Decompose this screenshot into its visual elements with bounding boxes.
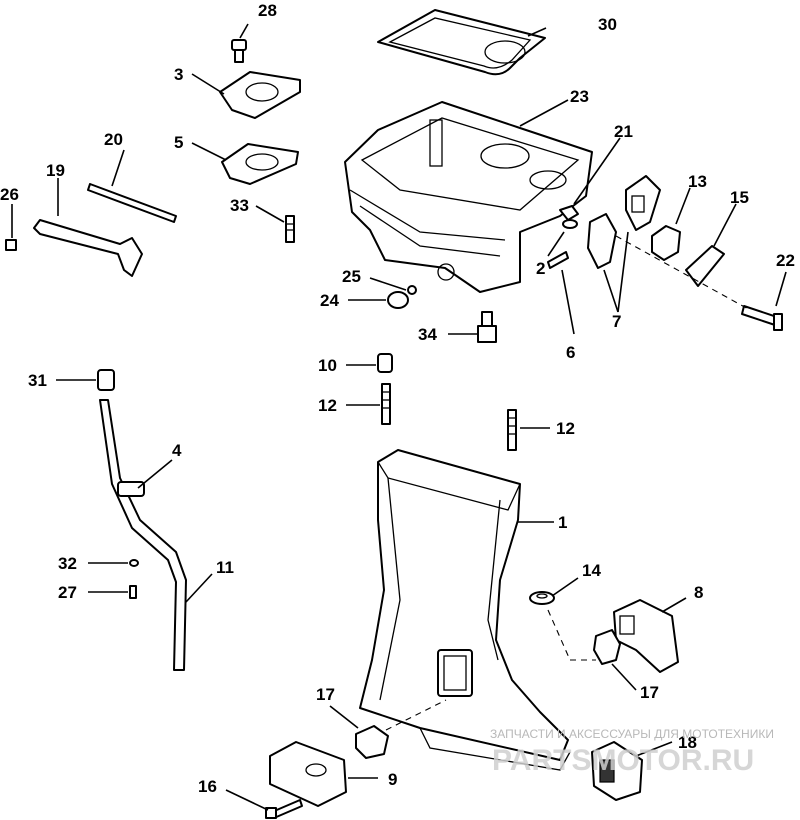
part-21-nut bbox=[559, 205, 579, 229]
callout-15: 15 bbox=[730, 188, 749, 207]
part-23-adapter-housing bbox=[344, 101, 593, 293]
part-34-fitting bbox=[477, 311, 497, 343]
callout-7: 7 bbox=[612, 312, 621, 331]
part-25-oring bbox=[407, 285, 417, 295]
callout-17b: 17 bbox=[640, 683, 659, 702]
part-12a-stud bbox=[381, 383, 391, 425]
leader-lines bbox=[11, 23, 787, 811]
callout-14: 14 bbox=[582, 561, 601, 580]
part-18-bracket bbox=[591, 741, 643, 801]
callout-13: 13 bbox=[688, 172, 707, 191]
part-1-exhaust-housing bbox=[359, 449, 571, 771]
part-9-bracket bbox=[269, 741, 347, 807]
part-24-plug bbox=[387, 291, 409, 309]
callout-1: 1 bbox=[558, 513, 567, 532]
part-7-brackets bbox=[587, 175, 661, 269]
callout-5: 5 bbox=[174, 133, 183, 152]
watermark: ЗАПЧАСТИ И АКСЕССУАРЫ ДЛЯ МОТОТЕХНИКИ PA… bbox=[490, 727, 774, 777]
callout-32: 32 bbox=[58, 554, 77, 573]
part-32-oring bbox=[129, 559, 139, 567]
callout-8: 8 bbox=[694, 583, 703, 602]
part-20-rod bbox=[87, 183, 177, 223]
callout-25: 25 bbox=[342, 267, 361, 286]
callout-4: 4 bbox=[172, 441, 182, 460]
callout-28: 28 bbox=[258, 1, 277, 20]
part-12b-stud bbox=[507, 409, 517, 451]
part-30-gasket bbox=[377, 9, 546, 76]
part-19-strip bbox=[33, 219, 143, 277]
callout-2: 2 bbox=[536, 259, 545, 278]
part-17a-block bbox=[355, 725, 389, 759]
callout-20: 20 bbox=[104, 130, 123, 149]
callout-26: 26 bbox=[0, 185, 19, 204]
watermark-tagline: ЗАПЧАСТИ И АКСЕССУАРЫ ДЛЯ МОТОТЕХНИКИ bbox=[490, 727, 774, 741]
callout-21: 21 bbox=[614, 122, 633, 141]
part-22-bolt bbox=[741, 305, 783, 331]
part-28-screw bbox=[231, 39, 247, 63]
part-33-bolt bbox=[285, 215, 295, 243]
callout-16: 16 bbox=[198, 777, 217, 796]
part-31-cap bbox=[97, 369, 115, 391]
callout-23: 23 bbox=[570, 87, 589, 106]
part-6-screw bbox=[547, 251, 569, 269]
callout-31: 31 bbox=[28, 371, 47, 390]
callout-24: 24 bbox=[320, 291, 339, 310]
part-3-cover bbox=[219, 71, 301, 119]
part-13-block bbox=[651, 225, 681, 261]
callout-12a: 12 bbox=[318, 396, 337, 415]
callout-19: 19 bbox=[46, 161, 65, 180]
part-4-grommet bbox=[117, 481, 145, 497]
part-17b-block bbox=[593, 629, 621, 665]
callout-27: 27 bbox=[58, 583, 77, 602]
part-11-tube bbox=[99, 399, 187, 671]
part-14-mount bbox=[529, 591, 555, 605]
callout-9: 9 bbox=[388, 770, 397, 789]
callout-10: 10 bbox=[318, 356, 337, 375]
part-8-bracket bbox=[613, 599, 679, 673]
part-26-screw bbox=[5, 239, 17, 251]
callout-22: 22 bbox=[776, 251, 795, 270]
callout-3: 3 bbox=[174, 65, 183, 84]
callout-34: 34 bbox=[418, 325, 437, 344]
callout-33: 33 bbox=[230, 196, 249, 215]
part-15-plate bbox=[685, 245, 725, 287]
part-27-screw bbox=[129, 585, 137, 599]
watermark-logo: PARTSMOTOR.RU bbox=[492, 744, 754, 777]
callout-11: 11 bbox=[216, 558, 234, 577]
part-5-gasket bbox=[221, 143, 299, 185]
callout-12b: 12 bbox=[556, 419, 575, 438]
callout-30: 30 bbox=[598, 15, 617, 34]
part-16-bolt bbox=[265, 799, 303, 819]
callout-6: 6 bbox=[566, 343, 575, 362]
part-10-bushing bbox=[377, 353, 393, 373]
callout-18: 18 bbox=[678, 733, 697, 752]
callout-17a: 17 bbox=[316, 685, 335, 704]
callout-numbers: 28 30 3 23 20 5 21 19 13 26 15 33 22 2 2… bbox=[0, 1, 795, 796]
